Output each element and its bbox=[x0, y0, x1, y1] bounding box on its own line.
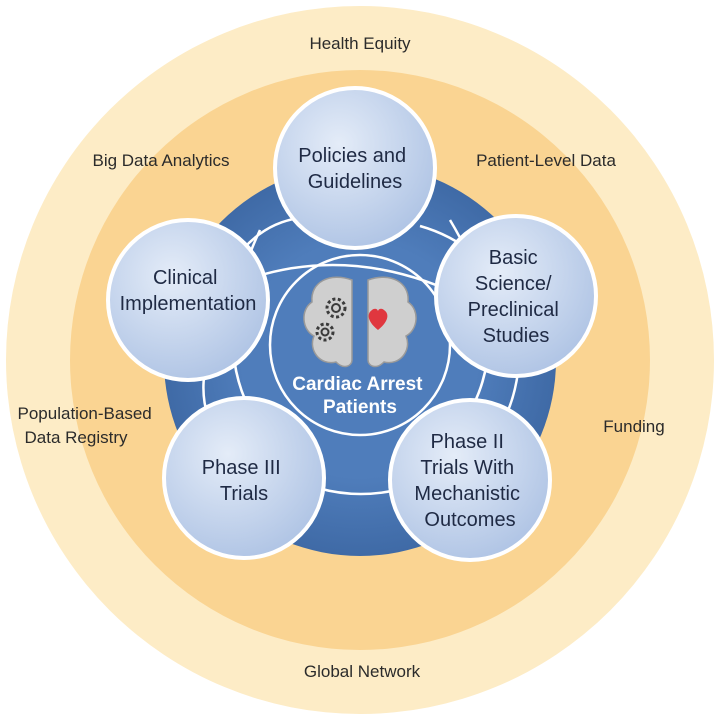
ring-label-top: Health Equity bbox=[309, 34, 411, 53]
node-basic-science-line-3: Preclinical bbox=[468, 299, 559, 321]
node-phase-two-line-1: Phase II bbox=[431, 431, 504, 453]
ring-label-upper-left: Big Data Analytics bbox=[92, 151, 229, 170]
ring-label-bottom: Global Network bbox=[304, 662, 421, 681]
inner-ring-arc bbox=[268, 253, 452, 437]
ring-label-right: Funding bbox=[603, 417, 664, 436]
node-clinical: Clinical Implementation bbox=[106, 218, 270, 382]
node-basic-science-line-4: Studies bbox=[483, 325, 550, 347]
node-clinical-line-2: Implementation bbox=[120, 293, 257, 315]
center-label: Cardiac Arrest Patients bbox=[292, 374, 428, 418]
node-phase-two-line-2: Trials With bbox=[420, 457, 514, 479]
node-phase-three: Phase III Trials bbox=[162, 396, 326, 560]
node-basic-science-line-1: Basic bbox=[489, 247, 538, 269]
ring-label-left-line-1: Population-Based bbox=[18, 404, 152, 423]
node-basic-science-label: Basic Science/ Preclinical Studies bbox=[468, 247, 565, 347]
node-phase-two-line-4: Outcomes bbox=[424, 509, 515, 531]
node-phase-three-line-1: Phase III bbox=[202, 457, 281, 479]
node-policies: Policies and Guidelines bbox=[273, 86, 437, 250]
node-policies-line-1: Policies and bbox=[298, 145, 406, 167]
node-policies-line-2: Guidelines bbox=[308, 171, 403, 193]
node-basic-science: Basic Science/ Preclinical Studies bbox=[434, 214, 598, 378]
center-label-line-1: Cardiac Arrest bbox=[292, 374, 423, 395]
ring-label-left-line-2: Data Registry bbox=[25, 428, 128, 447]
node-phase-two-label: Phase II Trials With Mechanistic Outcome… bbox=[414, 431, 525, 531]
node-policies-label: Policies and Guidelines bbox=[298, 145, 411, 193]
node-phase-three-label: Phase III Trials bbox=[202, 457, 287, 505]
node-clinical-line-1: Clinical bbox=[153, 267, 217, 289]
brain-right-hemisphere bbox=[367, 276, 417, 368]
ring-label-left: Population-Based Data Registry bbox=[18, 404, 157, 447]
node-clinical-label: Clinical Implementation bbox=[120, 267, 257, 315]
brain-with-gears-and-heart-icon bbox=[303, 276, 417, 368]
heart-icon bbox=[368, 308, 388, 330]
node-phase-three-line-2: Trials bbox=[220, 483, 268, 505]
node-phase-two: Phase II Trials With Mechanistic Outcome… bbox=[388, 398, 552, 562]
node-phase-two-line-3: Mechanistic bbox=[414, 483, 520, 505]
gear-icon-small bbox=[315, 322, 335, 342]
ring-label-upper-right: Patient-Level Data bbox=[476, 151, 616, 170]
node-basic-science-line-2: Science/ bbox=[475, 273, 552, 295]
center-label-line-2: Patients bbox=[323, 397, 397, 418]
gear-icon bbox=[325, 297, 347, 319]
